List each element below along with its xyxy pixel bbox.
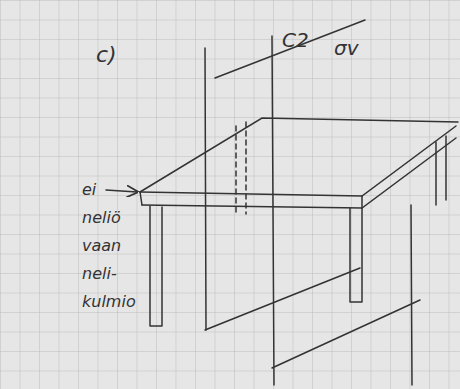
leader-arrow [106,190,137,192]
c2-axis [272,36,274,385]
axis-label: C2 [282,28,309,52]
plane-label: σv [334,36,359,60]
plane-edge [205,268,360,330]
table-leg [150,206,162,326]
table-top [140,192,142,205]
plane-edge [411,205,412,385]
table-leg [436,136,446,205]
table-top [361,196,363,208]
note-text: ei neliö vaan neli- kulmio [82,176,132,316]
table-top [142,138,456,208]
hidden-leg [236,122,246,214]
table-top [140,118,458,192]
plane-edge [215,20,365,78]
part-label: c) [96,42,117,67]
plane-edge [272,300,420,368]
table-top [140,126,456,196]
table-leg [350,208,362,302]
plane-edge [205,48,206,330]
